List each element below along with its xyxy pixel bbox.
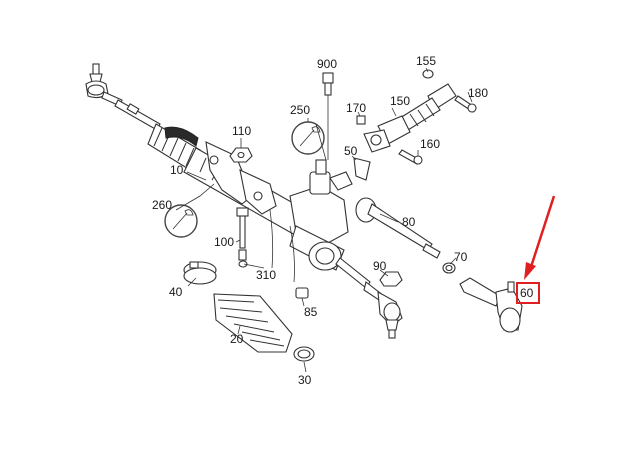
part-90-nut: [379, 271, 403, 287]
label-170: 170: [346, 101, 367, 115]
label-110: 110: [232, 124, 252, 138]
label-155: 155: [416, 54, 437, 68]
part-40-clamp: [183, 261, 217, 285]
part-100-bolt: [236, 207, 249, 268]
label-40: 40: [169, 285, 183, 299]
label-10: 10: [170, 163, 184, 177]
label-250: 250: [290, 103, 311, 117]
label-60: 60: [520, 286, 534, 300]
highlight-arrow: [524, 195, 556, 280]
highlight-box-60: [516, 282, 540, 304]
label-30: 30: [298, 373, 312, 387]
label-160: 160: [420, 137, 441, 151]
label-260: 260: [152, 198, 173, 212]
left-tie-rod-assembly: [85, 63, 161, 131]
part-900-valve: [322, 72, 334, 160]
part-60-outer-tie-rod-end: [459, 277, 523, 333]
wrench-torque-symbol-260: [164, 204, 198, 238]
label-900: 900: [317, 57, 338, 71]
part-80-inner-tie-rod: [355, 197, 441, 259]
part-30-clamp: [293, 346, 315, 362]
label-80: 80: [402, 215, 416, 229]
label-70: 70: [454, 250, 468, 264]
label-85: 85: [304, 305, 318, 319]
part-70-nut: [442, 262, 456, 274]
label-180: 180: [468, 86, 489, 100]
intermediate-shaft: [353, 69, 477, 181]
part-85-bushing: [295, 287, 309, 299]
part-20-bellows: [213, 293, 293, 353]
leader-lines: [175, 67, 473, 373]
label-100: 100: [214, 235, 235, 249]
label-50: 50: [344, 144, 358, 158]
label-150: 150: [390, 94, 411, 108]
label-20: 20: [230, 332, 244, 346]
part-110-nut: [229, 147, 253, 163]
label-310: 310: [256, 268, 277, 282]
label-90: 90: [373, 259, 387, 273]
wrench-torque-symbol-250: [291, 121, 325, 155]
right-tie-rod-assembly: [335, 257, 403, 339]
